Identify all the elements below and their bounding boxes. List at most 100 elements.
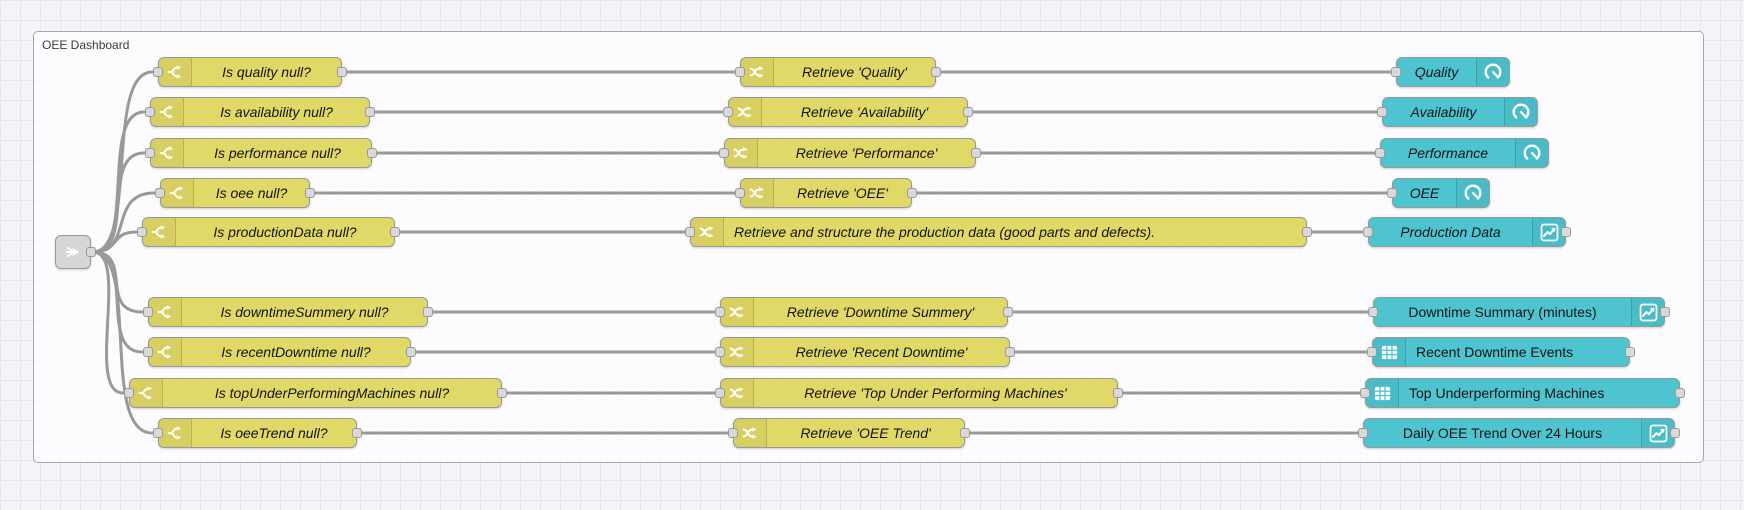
input-port[interactable] (1363, 227, 1373, 237)
input-port[interactable] (685, 227, 695, 237)
node-change-retrieve-recent-downtime[interactable]: Retrieve 'Recent Downtime' (715, 337, 1015, 367)
input-port[interactable] (735, 67, 745, 77)
node-label: Quality (1414, 64, 1459, 80)
node-change-retrieve-quality[interactable]: Retrieve 'Quality' (735, 57, 941, 87)
node-change-retrieve-oee-trend[interactable]: Retrieve 'OEE Trend' (728, 418, 970, 448)
node-label: Retrieve 'Recent Downtime' (795, 344, 968, 360)
output-port[interactable] (423, 307, 433, 317)
node-label: OEE (1409, 185, 1440, 201)
output-port[interactable] (1113, 388, 1123, 398)
switch-icon (161, 179, 194, 207)
input-port[interactable] (145, 148, 155, 158)
output-port[interactable] (931, 67, 941, 77)
output-port[interactable] (1302, 227, 1312, 237)
output-port[interactable] (1005, 347, 1015, 357)
node-ui-gauge-availability[interactable]: Availability (1377, 97, 1538, 127)
input-port[interactable] (1367, 347, 1377, 357)
node-switch-is-recentdowntime-null[interactable]: Is recentDowntime null? (143, 337, 416, 367)
change-icon (691, 218, 724, 246)
input-port[interactable] (715, 388, 725, 398)
switch-icon (159, 419, 192, 447)
node-ui-gauge-performance[interactable]: Performance (1375, 138, 1549, 168)
output-port[interactable] (1660, 307, 1670, 317)
wire[interactable] (91, 151, 146, 254)
output-port[interactable] (352, 428, 362, 438)
input-port[interactable] (155, 188, 165, 198)
switch-icon (130, 379, 163, 407)
input-port[interactable] (153, 67, 163, 77)
node-switch-is-performance-null[interactable]: Is performance null? (145, 138, 377, 168)
node-switch-is-productiondata-null[interactable]: Is productionData null? (137, 217, 400, 247)
input-port[interactable] (719, 148, 729, 158)
change-icon (741, 58, 774, 86)
node-switch-is-quality-null[interactable]: Is quality null? (153, 57, 347, 87)
output-port[interactable] (305, 188, 315, 198)
switch-icon (159, 58, 192, 86)
input-port[interactable] (1377, 107, 1387, 117)
output-port[interactable] (960, 428, 970, 438)
input-port[interactable] (1358, 428, 1368, 438)
node-switch-is-downtimesummery-null[interactable]: Is downtimeSummery null? (143, 297, 433, 327)
input-port[interactable] (723, 107, 733, 117)
output-port[interactable] (1003, 307, 1013, 317)
input-port[interactable] (1375, 148, 1385, 158)
output-port[interactable] (367, 148, 377, 158)
input-port[interactable] (143, 347, 153, 357)
output-port[interactable] (971, 148, 981, 158)
node-ui-gauge-oee[interactable]: OEE (1387, 178, 1490, 208)
node-switch-is-topunderperformingmachines-null[interactable]: Is topUnderPerformingMachines null? (124, 378, 507, 408)
node-change-retrieve-downtime-summery[interactable]: Retrieve 'Downtime Summery' (715, 297, 1013, 327)
node-ui-chart-daily-oee-trend[interactable]: Daily OEE Trend Over 24 Hours (1358, 418, 1680, 448)
node-switch-is-oeetrend-null[interactable]: Is oeeTrend null? (153, 418, 362, 448)
wire[interactable] (91, 250, 125, 395)
node-label: Is quality null? (222, 64, 311, 80)
output-port[interactable] (86, 247, 96, 257)
output-port[interactable] (337, 67, 347, 77)
node-ui-gauge-quality[interactable]: Quality (1391, 57, 1510, 87)
output-port[interactable] (1675, 388, 1685, 398)
input-port[interactable] (715, 347, 725, 357)
input-port[interactable] (153, 428, 163, 438)
node-ui-table-top-underperforming-machines[interactable]: Top Underperforming Machines (1360, 378, 1685, 408)
output-port[interactable] (390, 227, 400, 237)
output-port[interactable] (1625, 347, 1635, 357)
node-change-retrieve-top-under-performing-machines[interactable]: Retrieve 'Top Under Performing Machines' (715, 378, 1123, 408)
node-link-in[interactable] (55, 235, 96, 269)
node-change-retrieve-structure-production-data[interactable]: Retrieve and structure the production da… (685, 217, 1312, 247)
output-port[interactable] (1561, 227, 1571, 237)
input-port[interactable] (728, 428, 738, 438)
node-change-retrieve-performance[interactable]: Retrieve 'Performance' (719, 138, 981, 168)
gauge-icon (1515, 139, 1548, 167)
output-port[interactable] (1670, 428, 1680, 438)
node-ui-chart-downtime-summary[interactable]: Downtime Summary (minutes) (1368, 297, 1670, 327)
node-label: Top Underperforming Machines (1409, 385, 1605, 401)
output-port[interactable] (907, 188, 917, 198)
node-ui-chart-production-data[interactable]: Production Data (1363, 217, 1571, 247)
node-change-retrieve-oee[interactable]: Retrieve 'OEE' (735, 178, 917, 208)
change-icon (721, 338, 754, 366)
input-port[interactable] (1387, 188, 1397, 198)
input-port[interactable] (145, 107, 155, 117)
node-label: Recent Downtime Events (1416, 344, 1574, 360)
input-port[interactable] (124, 388, 134, 398)
input-port[interactable] (735, 188, 745, 198)
node-switch-is-oee-null[interactable]: Is oee null? (155, 178, 315, 208)
input-port[interactable] (137, 227, 147, 237)
input-port[interactable] (715, 307, 725, 317)
node-label: Retrieve 'Availability' (800, 104, 929, 120)
chart-icon (1641, 419, 1674, 447)
output-port[interactable] (497, 388, 507, 398)
output-port[interactable] (963, 107, 973, 117)
input-port[interactable] (143, 307, 153, 317)
node-change-retrieve-availability[interactable]: Retrieve 'Availability' (723, 97, 973, 127)
output-port[interactable] (365, 107, 375, 117)
node-label: Retrieve and structure the production da… (734, 224, 1156, 240)
input-port[interactable] (1391, 67, 1401, 77)
node-ui-table-recent-downtime-events[interactable]: Recent Downtime Events (1367, 337, 1635, 367)
node-switch-is-availability-null[interactable]: Is availability null? (145, 97, 375, 127)
input-port[interactable] (1368, 307, 1378, 317)
input-port[interactable] (1360, 388, 1370, 398)
wire[interactable] (91, 250, 154, 435)
output-port[interactable] (406, 347, 416, 357)
